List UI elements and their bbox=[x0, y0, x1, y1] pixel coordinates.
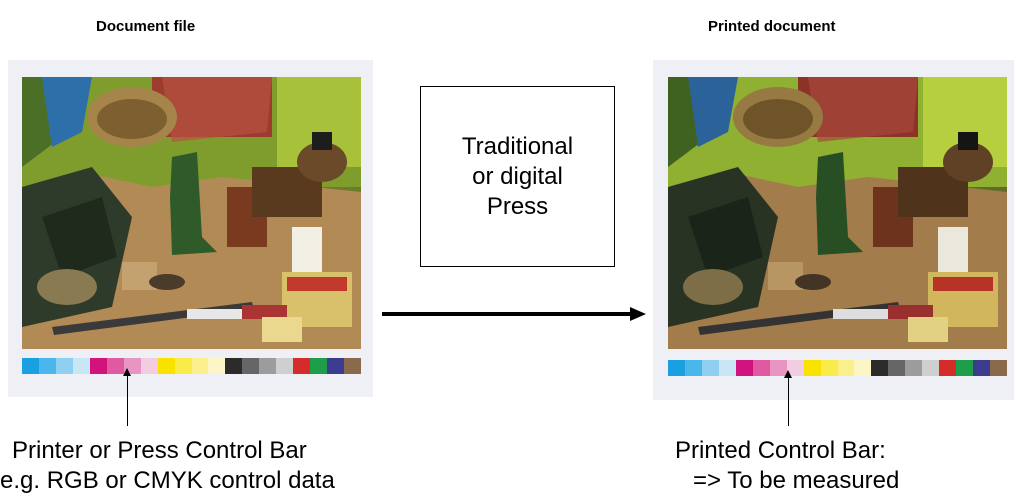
right-control-bar-patch bbox=[837, 360, 855, 376]
right-control-bar-patch bbox=[684, 360, 702, 376]
left-control-bar-patch bbox=[140, 358, 158, 374]
left-control-bar-patch bbox=[89, 358, 107, 374]
hunting-still-life-image bbox=[22, 77, 361, 349]
right-caption-line2: => To be measured bbox=[693, 467, 900, 494]
left-control-bar-patch bbox=[191, 358, 209, 374]
printed-document-panel bbox=[653, 60, 1014, 400]
document-file-panel bbox=[8, 60, 373, 397]
right-control-bar-patch bbox=[956, 360, 974, 376]
document-photo bbox=[22, 77, 361, 349]
press-box: Traditional or digital Press bbox=[420, 86, 615, 267]
right-caption-line1: Printed Control Bar: bbox=[675, 437, 886, 464]
right-control-bar-patch bbox=[888, 360, 906, 376]
left-control-bar-patch bbox=[276, 358, 294, 374]
right-control-bar-patch bbox=[735, 360, 753, 376]
left-control-bar-patch bbox=[344, 358, 362, 374]
printed-hunting-still-life-image bbox=[668, 77, 1007, 349]
left-control-bar-patch bbox=[72, 358, 90, 374]
right-control-bar-patch bbox=[973, 360, 991, 376]
left-control-bar-patch bbox=[22, 358, 39, 374]
left-caption-line2: e.g. RGB or CMYK control data bbox=[0, 467, 335, 494]
right-control-bar-patch bbox=[752, 360, 770, 376]
left-control-bar-patch bbox=[208, 358, 226, 374]
right-control-bar-pointer-line bbox=[788, 376, 789, 426]
left-control-bar-patch bbox=[174, 358, 192, 374]
right-control-bar-patch bbox=[718, 360, 736, 376]
left-control-bar-patch bbox=[38, 358, 56, 374]
left-control-bar-patch bbox=[242, 358, 260, 374]
left-control-bar-patch bbox=[293, 358, 311, 374]
press-line3: Press bbox=[486, 192, 549, 220]
right-control-bar-patch bbox=[939, 360, 957, 376]
press-line2: or digital bbox=[472, 162, 563, 190]
printed-photo bbox=[668, 77, 1007, 349]
right-control-bar-patch bbox=[668, 360, 685, 376]
right-control-bar-patch bbox=[905, 360, 923, 376]
left-control-bar-pointer-head bbox=[123, 368, 131, 376]
right-control-bar-patch bbox=[820, 360, 838, 376]
left-control-bar-patch bbox=[106, 358, 124, 374]
right-control-bar-patch bbox=[871, 360, 889, 376]
printed-document-title: Printed document bbox=[708, 18, 836, 35]
document-file-title: Document file bbox=[96, 18, 196, 35]
right-control-bar-patch bbox=[990, 360, 1008, 376]
right-control-bar-patch bbox=[701, 360, 719, 376]
left-control-bar-patch bbox=[157, 358, 175, 374]
right-control-bar-patch bbox=[854, 360, 872, 376]
right-control-bar-pointer-head bbox=[784, 370, 792, 378]
right-control-bar-patch bbox=[769, 360, 787, 376]
left-control-bar-patch bbox=[259, 358, 277, 374]
left-control-bar-patch bbox=[327, 358, 345, 374]
left-control-bar-patch bbox=[225, 358, 243, 374]
left-control-bar bbox=[22, 358, 362, 374]
left-control-bar-pointer-line bbox=[127, 374, 128, 426]
left-caption-line1: Printer or Press Control Bar bbox=[12, 437, 307, 464]
right-control-bar-patch bbox=[803, 360, 821, 376]
process-arrow bbox=[382, 307, 646, 321]
right-control-bar-patch bbox=[922, 360, 940, 376]
left-control-bar-patch bbox=[55, 358, 73, 374]
left-control-bar-patch bbox=[310, 358, 328, 374]
right-control-bar bbox=[668, 360, 1008, 376]
press-line1: Traditional bbox=[461, 132, 574, 160]
